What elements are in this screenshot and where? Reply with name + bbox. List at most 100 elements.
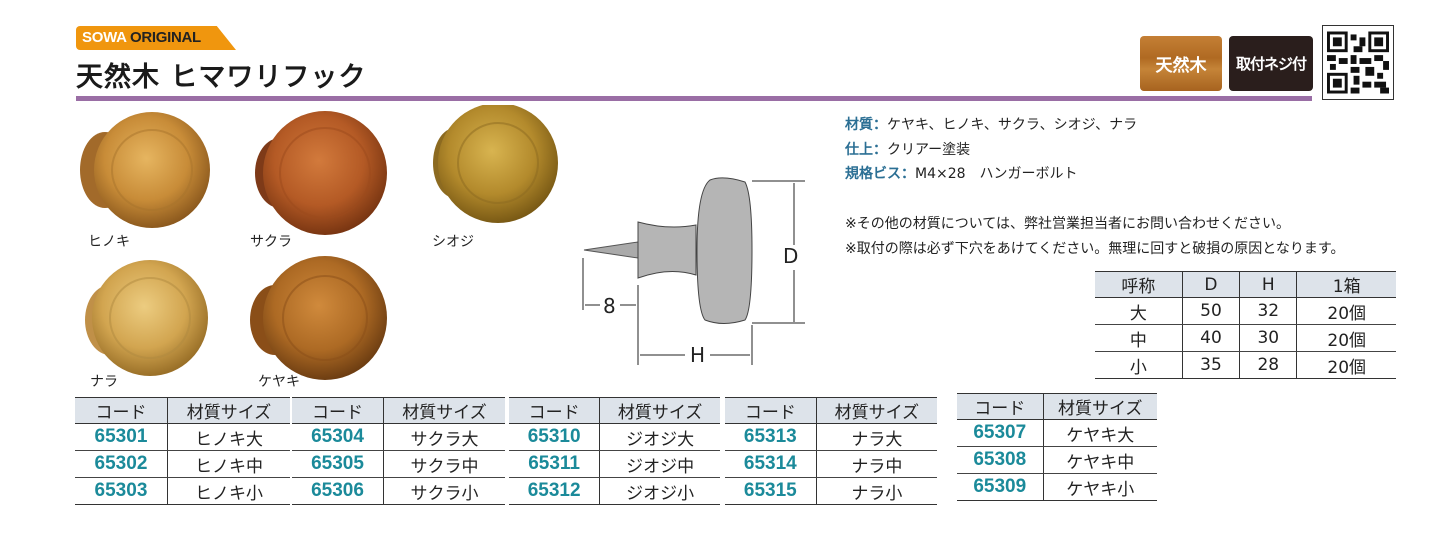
cell: 35	[1181, 351, 1240, 379]
col-header: 材質サイズ	[1042, 393, 1157, 420]
product-photos	[80, 105, 558, 380]
material-size: ジオジ中	[599, 450, 720, 478]
col-header: 呼称	[1095, 271, 1183, 298]
knob-label: ナラ	[90, 374, 118, 390]
natural-wood-badge: 天然木	[1140, 36, 1222, 91]
material-size: ナラ中	[815, 450, 937, 478]
material-size: ナラ小	[815, 477, 937, 505]
material-size: ジオジ大	[599, 423, 720, 451]
screw-shape	[583, 241, 639, 259]
qr-code-icon[interactable]	[1322, 25, 1394, 100]
col-header: 材質サイズ	[815, 397, 937, 424]
product-code: 65311	[509, 450, 600, 478]
dim-screw-label: 8	[603, 294, 616, 318]
cell: 小	[1095, 351, 1183, 379]
product-code: 65310	[509, 423, 600, 451]
dim-d-label: D	[783, 244, 799, 268]
knob-hinoki	[80, 112, 210, 228]
product-code: 65306	[292, 477, 384, 505]
material-size: ナラ大	[815, 423, 937, 451]
material-size: サクラ大	[383, 423, 505, 451]
product-code: 65312	[509, 477, 600, 505]
product-code: 65313	[725, 423, 817, 451]
cell: 20個	[1296, 297, 1396, 325]
cell: 30	[1239, 324, 1297, 352]
material-size: ケヤキ大	[1042, 419, 1157, 447]
spec-key: 仕上：	[845, 142, 887, 158]
cell: 50	[1181, 297, 1240, 325]
col-header: コード	[292, 397, 384, 424]
knob-label: ヒノキ	[88, 234, 130, 250]
material-size: サクラ中	[383, 450, 505, 478]
spec-key: 材質：	[845, 117, 887, 133]
spec-finish: 仕上：クリアー塗装	[845, 139, 970, 159]
product-code: 65314	[725, 450, 817, 478]
note-installation: ※取付の際は必ず下穴をあけてください。無理に回すと破損の原因となります。	[845, 241, 1345, 257]
knob-shioji	[433, 105, 558, 223]
screw-included-badge: 取付ネジ付	[1229, 36, 1313, 91]
brand-sowa: SOWA	[82, 29, 127, 46]
cell: 大	[1095, 297, 1183, 325]
brand-label: SOWA ORIGINAL	[76, 26, 236, 50]
col-header: 材質サイズ	[383, 397, 505, 424]
cell: 40	[1181, 324, 1240, 352]
col-header: コード	[509, 397, 600, 424]
note-materials: ※その他の材質については、弊社営業担当者にお問い合わせください。	[845, 216, 1291, 232]
knob-nara	[85, 260, 208, 376]
product-code: 65301	[75, 423, 168, 451]
spec-value: クリアー塗装	[887, 142, 971, 158]
knob-label: シオジ	[432, 234, 474, 250]
cell: 中	[1095, 324, 1183, 352]
material-size: ヒノキ大	[166, 423, 290, 451]
spec-key: 規格ビス：	[845, 166, 915, 182]
col-header: 材質サイズ	[166, 397, 290, 424]
spec-screw: 規格ビス：M4×28 ハンガーボルト	[845, 163, 1078, 183]
cell: 20個	[1296, 324, 1396, 352]
title-divider	[76, 96, 1312, 101]
product-code: 65315	[725, 477, 817, 505]
spec-value: M4×28 ハンガーボルト	[915, 166, 1078, 182]
brand-original: ORIGINAL	[129, 29, 201, 46]
material-size: サクラ小	[383, 477, 505, 505]
product-code: 65308	[957, 446, 1043, 474]
material-size: ジオジ小	[599, 477, 720, 505]
col-header: 1箱	[1296, 271, 1396, 298]
cell: 28	[1239, 351, 1297, 379]
cell: 20個	[1296, 351, 1396, 379]
material-size: ヒノキ小	[166, 477, 290, 505]
col-header: コード	[725, 397, 817, 424]
cell: 32	[1239, 297, 1297, 325]
col-header: H	[1239, 271, 1297, 298]
product-code: 65305	[292, 450, 384, 478]
product-code: 65304	[292, 423, 384, 451]
page-title: 天然木 ヒマワリフック	[76, 62, 367, 93]
product-code: 65303	[75, 477, 168, 505]
material-size: ケヤキ中	[1042, 446, 1157, 474]
spec-value: ケヤキ、ヒノキ、サクラ、シオジ、ナラ	[887, 117, 1138, 133]
spec-material: 材質：ケヤキ、ヒノキ、サクラ、シオジ、ナラ	[845, 114, 1137, 134]
product-code: 65307	[957, 419, 1043, 447]
knob-keyaki	[250, 256, 387, 380]
knob-label: ケヤキ	[258, 374, 300, 390]
dim-h-label: H	[690, 343, 706, 367]
